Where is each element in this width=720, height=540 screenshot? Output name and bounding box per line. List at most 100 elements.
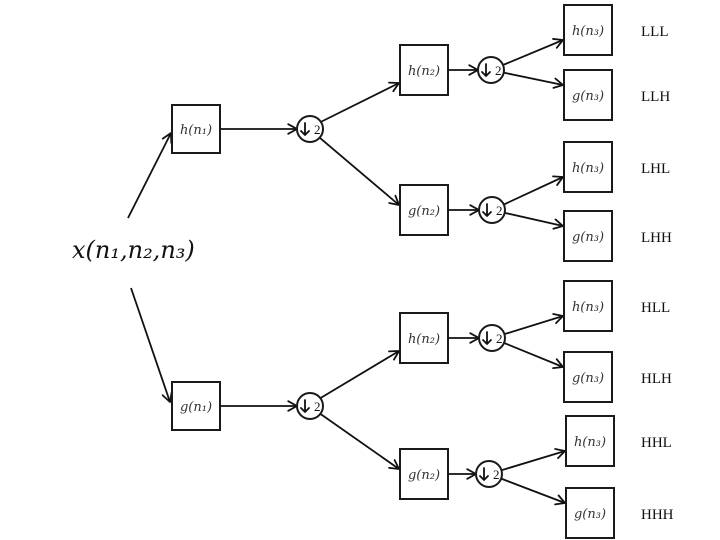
filter-label: h(n₁): [180, 123, 212, 138]
filter-box: [399, 448, 449, 500]
downsampler-level2-LL: 2: [477, 56, 505, 84]
filter-box: [565, 415, 615, 467]
edge-line: [503, 342, 564, 368]
filter-box: [565, 487, 615, 539]
edge-line: [500, 477, 566, 504]
filter-box: [563, 141, 613, 193]
filter-label: g(n₂): [408, 468, 440, 483]
edge-input-to-H: [130, 287, 173, 403]
filter-label: h(n₃): [572, 161, 604, 176]
edge-line: [501, 450, 566, 472]
downsampler-circle: [296, 392, 324, 420]
filter-label: h(n₂): [408, 332, 440, 347]
filter-box: [563, 210, 613, 262]
filter-label: g(n₂): [408, 204, 440, 219]
edge-line: [320, 82, 400, 123]
filter-box: [563, 69, 613, 121]
edge-downsampler-to-level3: [504, 313, 564, 336]
down-arrow-icon: [300, 399, 310, 413]
downsampler-circle: [477, 56, 505, 84]
filter-level1-H: g(n₁): [171, 381, 221, 431]
edge-downsampler-to-level3: [502, 38, 564, 66]
filter-box: [563, 351, 613, 403]
filter-box: [171, 381, 221, 431]
edge-downsampler-to-level2: [319, 137, 400, 206]
filter-level3-LLL: h(n₃): [563, 4, 613, 56]
edge-line: [127, 132, 172, 219]
edges: [127, 38, 566, 506]
edge-downsampler-to-level2: [319, 350, 400, 399]
edge-downsampler-to-level3: [500, 477, 566, 506]
filter-level2-LH: g(n₂): [399, 184, 449, 236]
subband-label: HHL: [641, 435, 672, 451]
edge-level2-to-downsampler: [448, 64, 479, 76]
edge-downsampler-to-level3: [501, 448, 566, 472]
filter-box: [563, 4, 613, 56]
edge-downsampler-to-level3: [504, 211, 564, 230]
edge-level1-to-downsampler: [220, 123, 298, 135]
down-arrow-icon: [300, 122, 310, 136]
downsample-factor: 2: [314, 399, 321, 414]
downsampler-circle: [296, 115, 324, 143]
down-arrow-icon: [481, 63, 491, 77]
edge-line: [503, 71, 564, 86]
edge-downsampler-to-level3: [503, 71, 564, 89]
subband-label: LLH: [641, 89, 670, 105]
subband-label: HLH: [641, 371, 672, 387]
downsampler-circle: [478, 324, 506, 352]
edge-line: [502, 39, 564, 66]
filter-level3-LHL: h(n₃): [563, 141, 613, 193]
edge-downsampler-to-level2: [320, 81, 400, 123]
edge-line: [319, 413, 400, 470]
filter-label: g(n₃): [574, 507, 606, 522]
filter-box: [399, 44, 449, 96]
edge-line: [319, 350, 400, 399]
downsampler-level2-HH: 2: [475, 460, 503, 488]
edge-level2-to-downsampler: [448, 468, 477, 480]
filter-level2-HH: g(n₂): [399, 448, 449, 500]
edge-level1-to-downsampler: [220, 400, 298, 412]
filter-box: [399, 184, 449, 236]
edge-input-to-L: [127, 132, 173, 219]
subband-label: HHH: [641, 507, 674, 523]
subband-label: LLL: [641, 24, 669, 40]
subband-label: LHL: [641, 161, 670, 177]
edge-line: [504, 315, 564, 336]
edge-line: [504, 211, 564, 227]
downsampler-level1-H: 2: [296, 392, 324, 420]
down-arrow-icon: [479, 467, 489, 481]
downsample-factor: 2: [496, 331, 503, 346]
filter-level3-HLL: h(n₃): [563, 280, 613, 332]
filter-level2-HL: h(n₂): [399, 312, 449, 364]
downsample-factor: 2: [314, 122, 321, 137]
filter-label: h(n₃): [572, 24, 604, 39]
filter-level3-HHL: h(n₃): [565, 415, 615, 467]
filter-label: g(n₃): [572, 371, 604, 386]
downsampler-circle: [478, 196, 506, 224]
edge-level2-to-downsampler: [448, 332, 480, 344]
edge-line: [503, 176, 564, 206]
nodes: h(n₁) 2 g(n₁) 2 h(n₂) 2 g(n₂) 2 h(n₂) 2 g(n₂) 2 h(n₃…: [171, 4, 674, 539]
edge-level2-to-downsampler: [448, 204, 480, 216]
filter-label: h(n₃): [574, 435, 606, 450]
edge-line: [319, 137, 400, 206]
filter-level2-LL: h(n₂): [399, 44, 449, 96]
down-arrow-icon: [482, 331, 492, 345]
filter-level3-HLH: g(n₃): [563, 351, 613, 403]
edge-downsampler-to-level3: [503, 342, 564, 370]
input-signal-label: x(n₁,n₂,n₃): [72, 236, 195, 264]
downsample-factor: 2: [495, 63, 502, 78]
filter-box: [399, 312, 449, 364]
downsampler-level1-L: 2: [296, 115, 324, 143]
filter-level3-LHH: g(n₃): [563, 210, 613, 262]
filter-label: g(n₃): [572, 89, 604, 104]
filter-box: [563, 280, 613, 332]
filter-label: g(n₁): [180, 400, 212, 415]
filter-label: g(n₃): [572, 230, 604, 245]
down-arrow-icon: [482, 203, 492, 217]
edge-downsampler-to-level3: [503, 175, 564, 206]
edge-line: [130, 287, 171, 403]
subband-label: LHH: [641, 230, 672, 246]
downsample-factor: 2: [496, 203, 503, 218]
